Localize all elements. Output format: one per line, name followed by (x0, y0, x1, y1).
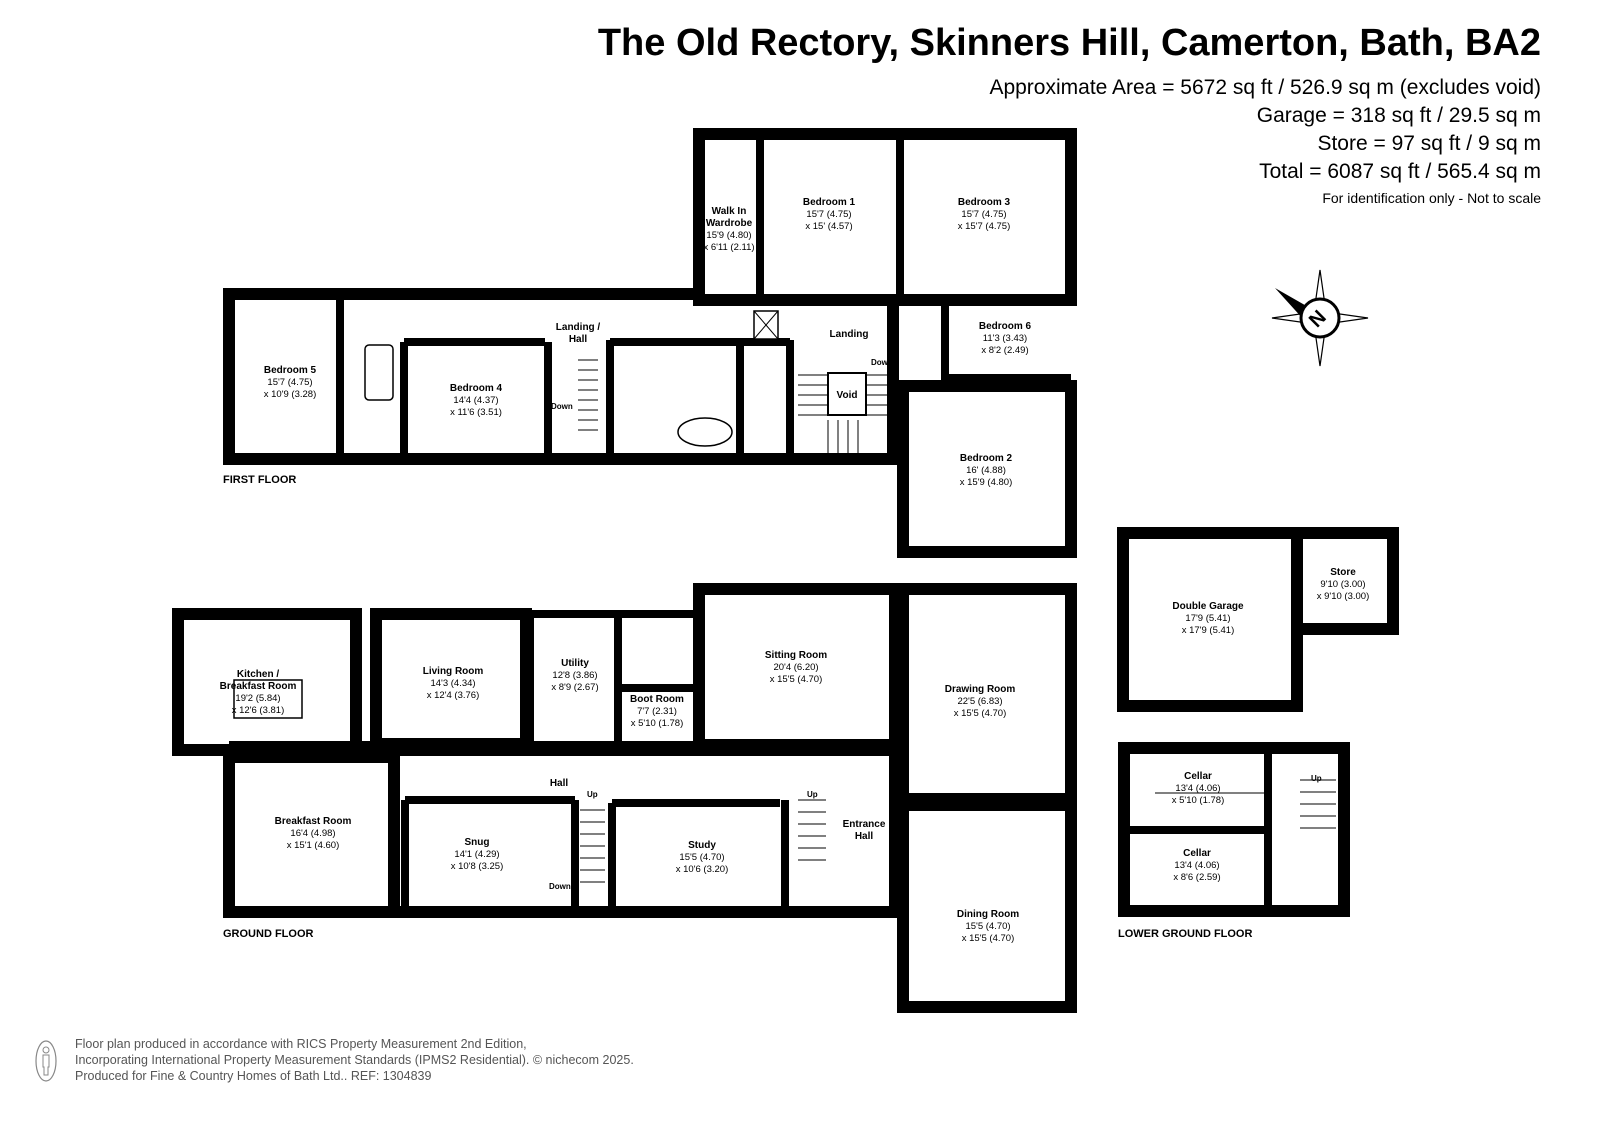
room-landing: Landing (829, 329, 869, 340)
stairs-down-label: Down (551, 402, 573, 411)
stairs-first (578, 359, 894, 455)
store-area: Store = 97 sq ft / 9 sq m (1317, 132, 1541, 155)
total-area: Total = 6087 sq ft / 565.4 sq m (1259, 160, 1541, 183)
first-floor-label: FIRST FLOOR (223, 474, 297, 486)
garage-area: Garage = 318 sq ft / 29.5 sq m (1256, 104, 1541, 127)
room-landing-hall: Landing /Hall (555, 322, 601, 345)
stairs-ground (580, 799, 826, 883)
stairs-down-label: Down (549, 882, 571, 891)
compass-icon (1271, 269, 1369, 367)
stairs-up-label: Up (807, 790, 818, 799)
walls-outbuildings (1117, 527, 1399, 917)
ground-floor-label: GROUND FLOOR (223, 928, 314, 940)
page-title: The Old Rectory, Skinners Hill, Camerton… (597, 22, 1541, 64)
stairs-up-label: Up (587, 790, 598, 799)
lower-ground-floor-label: LOWER GROUND FLOOR (1118, 928, 1253, 940)
room-void: Void (836, 390, 858, 401)
walls-ground-floor (172, 583, 1077, 1013)
disclaimer: For identification only - Not to scale (1322, 190, 1541, 206)
stairs-up-label: Up (1311, 774, 1322, 783)
stairs-down-label: Down (871, 358, 893, 367)
approx-area: Approximate Area = 5672 sq ft / 526.9 sq… (989, 76, 1541, 99)
footer-text: Floor plan produced in accordance with R… (75, 1037, 634, 1083)
room-hall: Hall (549, 778, 569, 789)
person-icon (35, 1040, 57, 1082)
